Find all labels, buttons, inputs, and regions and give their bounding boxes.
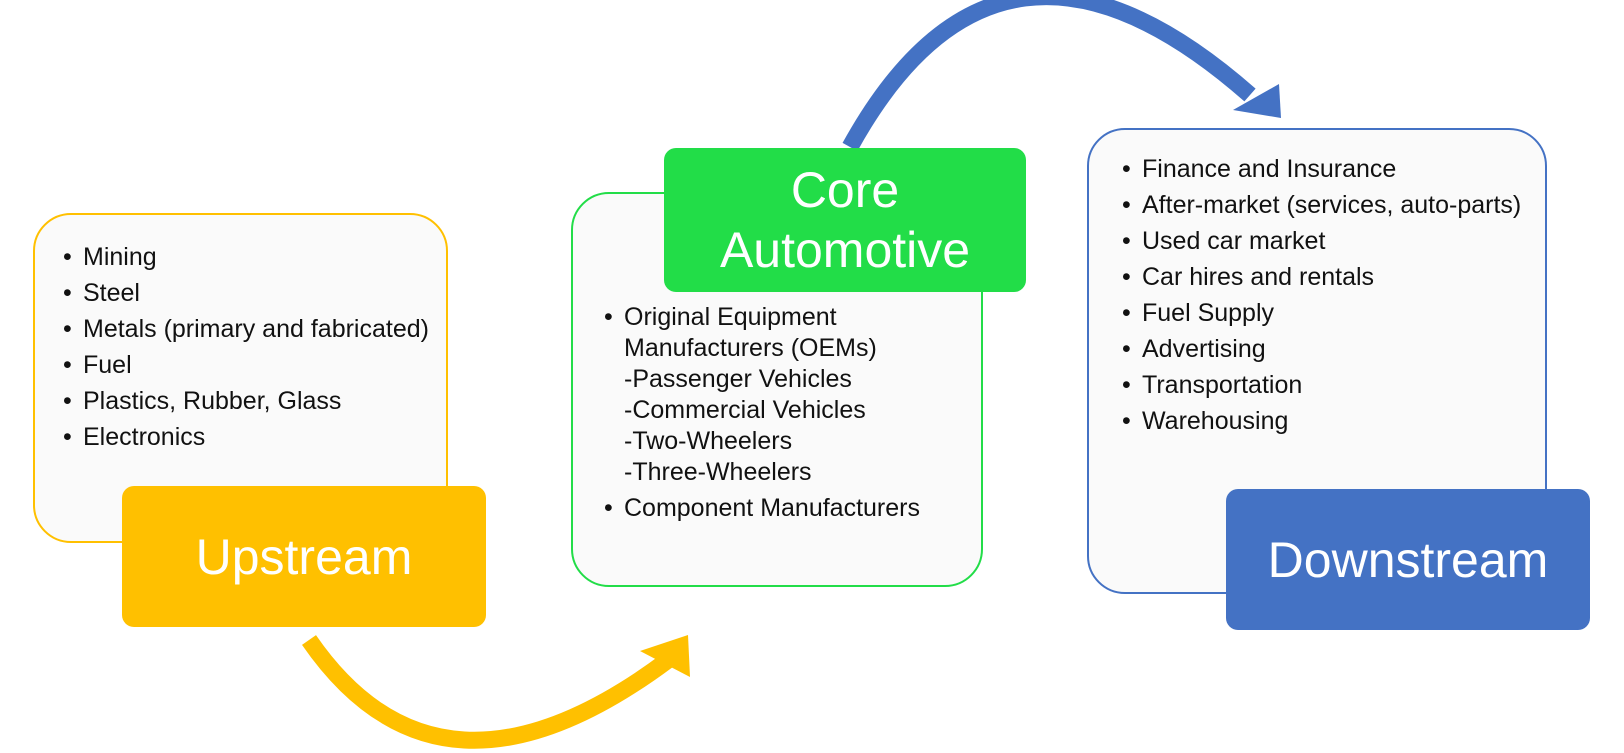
downstream-item: Car hires and rentals	[1121, 262, 1531, 293]
core-subitem: -Two-Wheelers	[624, 427, 793, 455]
downstream-title: Downstream	[1226, 489, 1590, 630]
downstream-item: Used car market	[1121, 226, 1531, 257]
downstream-item: Warehousing	[1121, 406, 1531, 437]
downstream-item: Fuel Supply	[1121, 298, 1531, 329]
downstream-item: After-market (services, auto-parts)	[1121, 190, 1531, 221]
upstream-item: Plastics, Rubber, Glass	[62, 386, 432, 417]
core-subitem: -Three-Wheelers	[624, 458, 812, 486]
core-title-line2: Automotive	[719, 222, 971, 278]
core-to-downstream-arrow	[842, 0, 1256, 152]
upstream-card: Mining Steel Metals (primary and fabrica…	[33, 213, 448, 543]
core-automotive-title: Core Automotive	[664, 148, 1026, 292]
upstream-item: Fuel	[62, 350, 432, 381]
downstream-item: Transportation	[1121, 370, 1531, 401]
core-subitem: -Passenger Vehicles	[624, 365, 852, 393]
core-item: Original Equipment Manufacturers (OEMs) …	[603, 302, 973, 488]
upstream-item: Mining	[62, 242, 432, 273]
upstream-to-core-arrowhead	[640, 635, 690, 677]
upstream-list: Mining Steel Metals (primary and fabrica…	[62, 242, 432, 458]
upstream-item: Steel	[62, 278, 432, 309]
upstream-item: Electronics	[62, 422, 432, 453]
core-subitem: -Commercial Vehicles	[624, 396, 866, 424]
core-list: Original Equipment Manufacturers (OEMs) …	[603, 302, 973, 529]
core-item-label: Component Manufacturers	[624, 494, 920, 522]
core-to-downstream-arrowhead	[1233, 84, 1281, 118]
core-item: Component Manufacturers	[603, 493, 973, 524]
core-item-label: Original Equipment Manufacturers (OEMs)	[624, 303, 877, 362]
core-title-line1: Core	[790, 162, 900, 218]
downstream-item: Advertising	[1121, 334, 1531, 365]
upstream-title: Upstream	[122, 486, 486, 627]
downstream-list: Finance and Insurance After-market (serv…	[1121, 154, 1531, 442]
downstream-item: Finance and Insurance	[1121, 154, 1531, 185]
upstream-to-core-arrow	[302, 635, 674, 749]
upstream-item: Metals (primary and fabricated)	[62, 314, 432, 345]
